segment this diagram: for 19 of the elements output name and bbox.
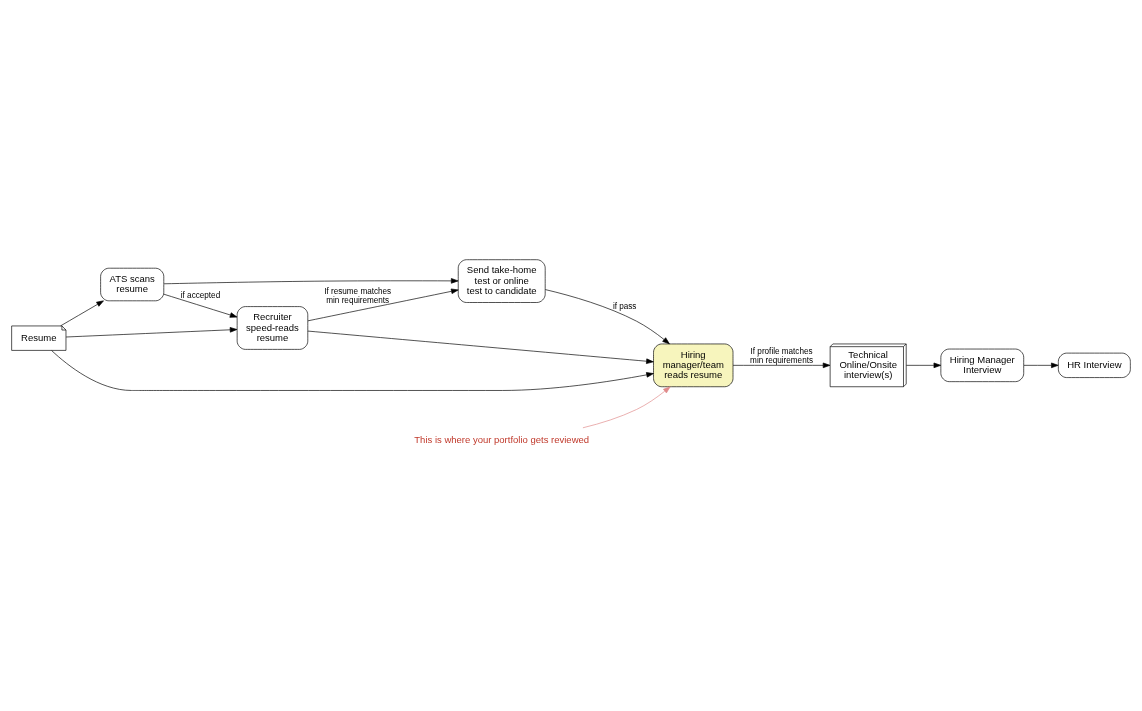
node-box: HR Interview (1058, 352, 1131, 378)
arrow (60, 300, 104, 326)
node-box: Hiring manager/team reads resume (653, 343, 734, 387)
arrow (65, 326, 238, 337)
node-text: This is where your portfolio gets reviewed (414, 433, 590, 445)
node-box: Hiring Manager Interview (940, 348, 1025, 382)
arrow (163, 293, 238, 318)
node-box: Recruiter speed-reads resume (236, 305, 309, 350)
arrow (906, 362, 942, 368)
arrow (582, 385, 671, 428)
arrow (307, 330, 654, 364)
node-box: Send take-home test or online test to candidate (457, 258, 546, 303)
arrow (1023, 362, 1059, 368)
arrow (732, 362, 831, 368)
arrow (163, 277, 459, 284)
arrow (307, 288, 459, 321)
node-box: ATS scans resume (100, 267, 165, 301)
arrow (545, 288, 670, 344)
arrow (51, 349, 654, 391)
